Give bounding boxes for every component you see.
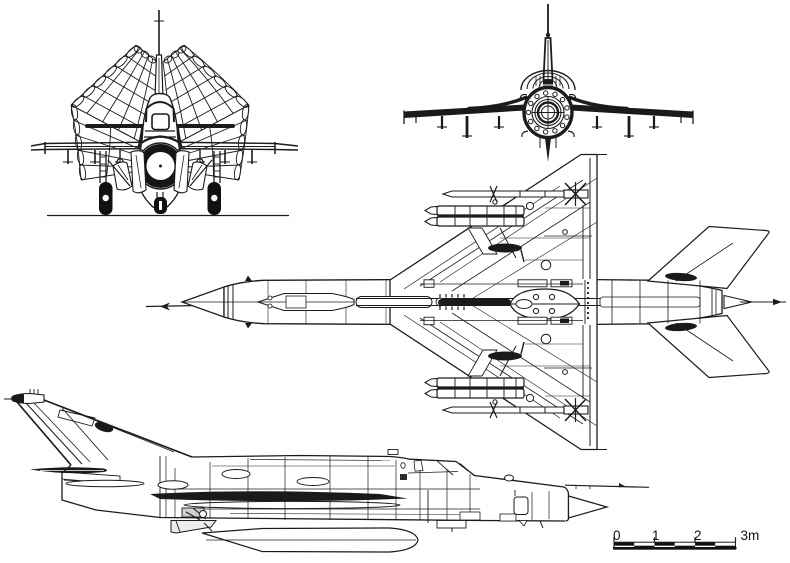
svg-text:3m: 3m: [741, 528, 760, 543]
svg-text:0: 0: [613, 528, 621, 543]
svg-text:1: 1: [652, 528, 660, 543]
svg-text:2: 2: [694, 528, 702, 543]
